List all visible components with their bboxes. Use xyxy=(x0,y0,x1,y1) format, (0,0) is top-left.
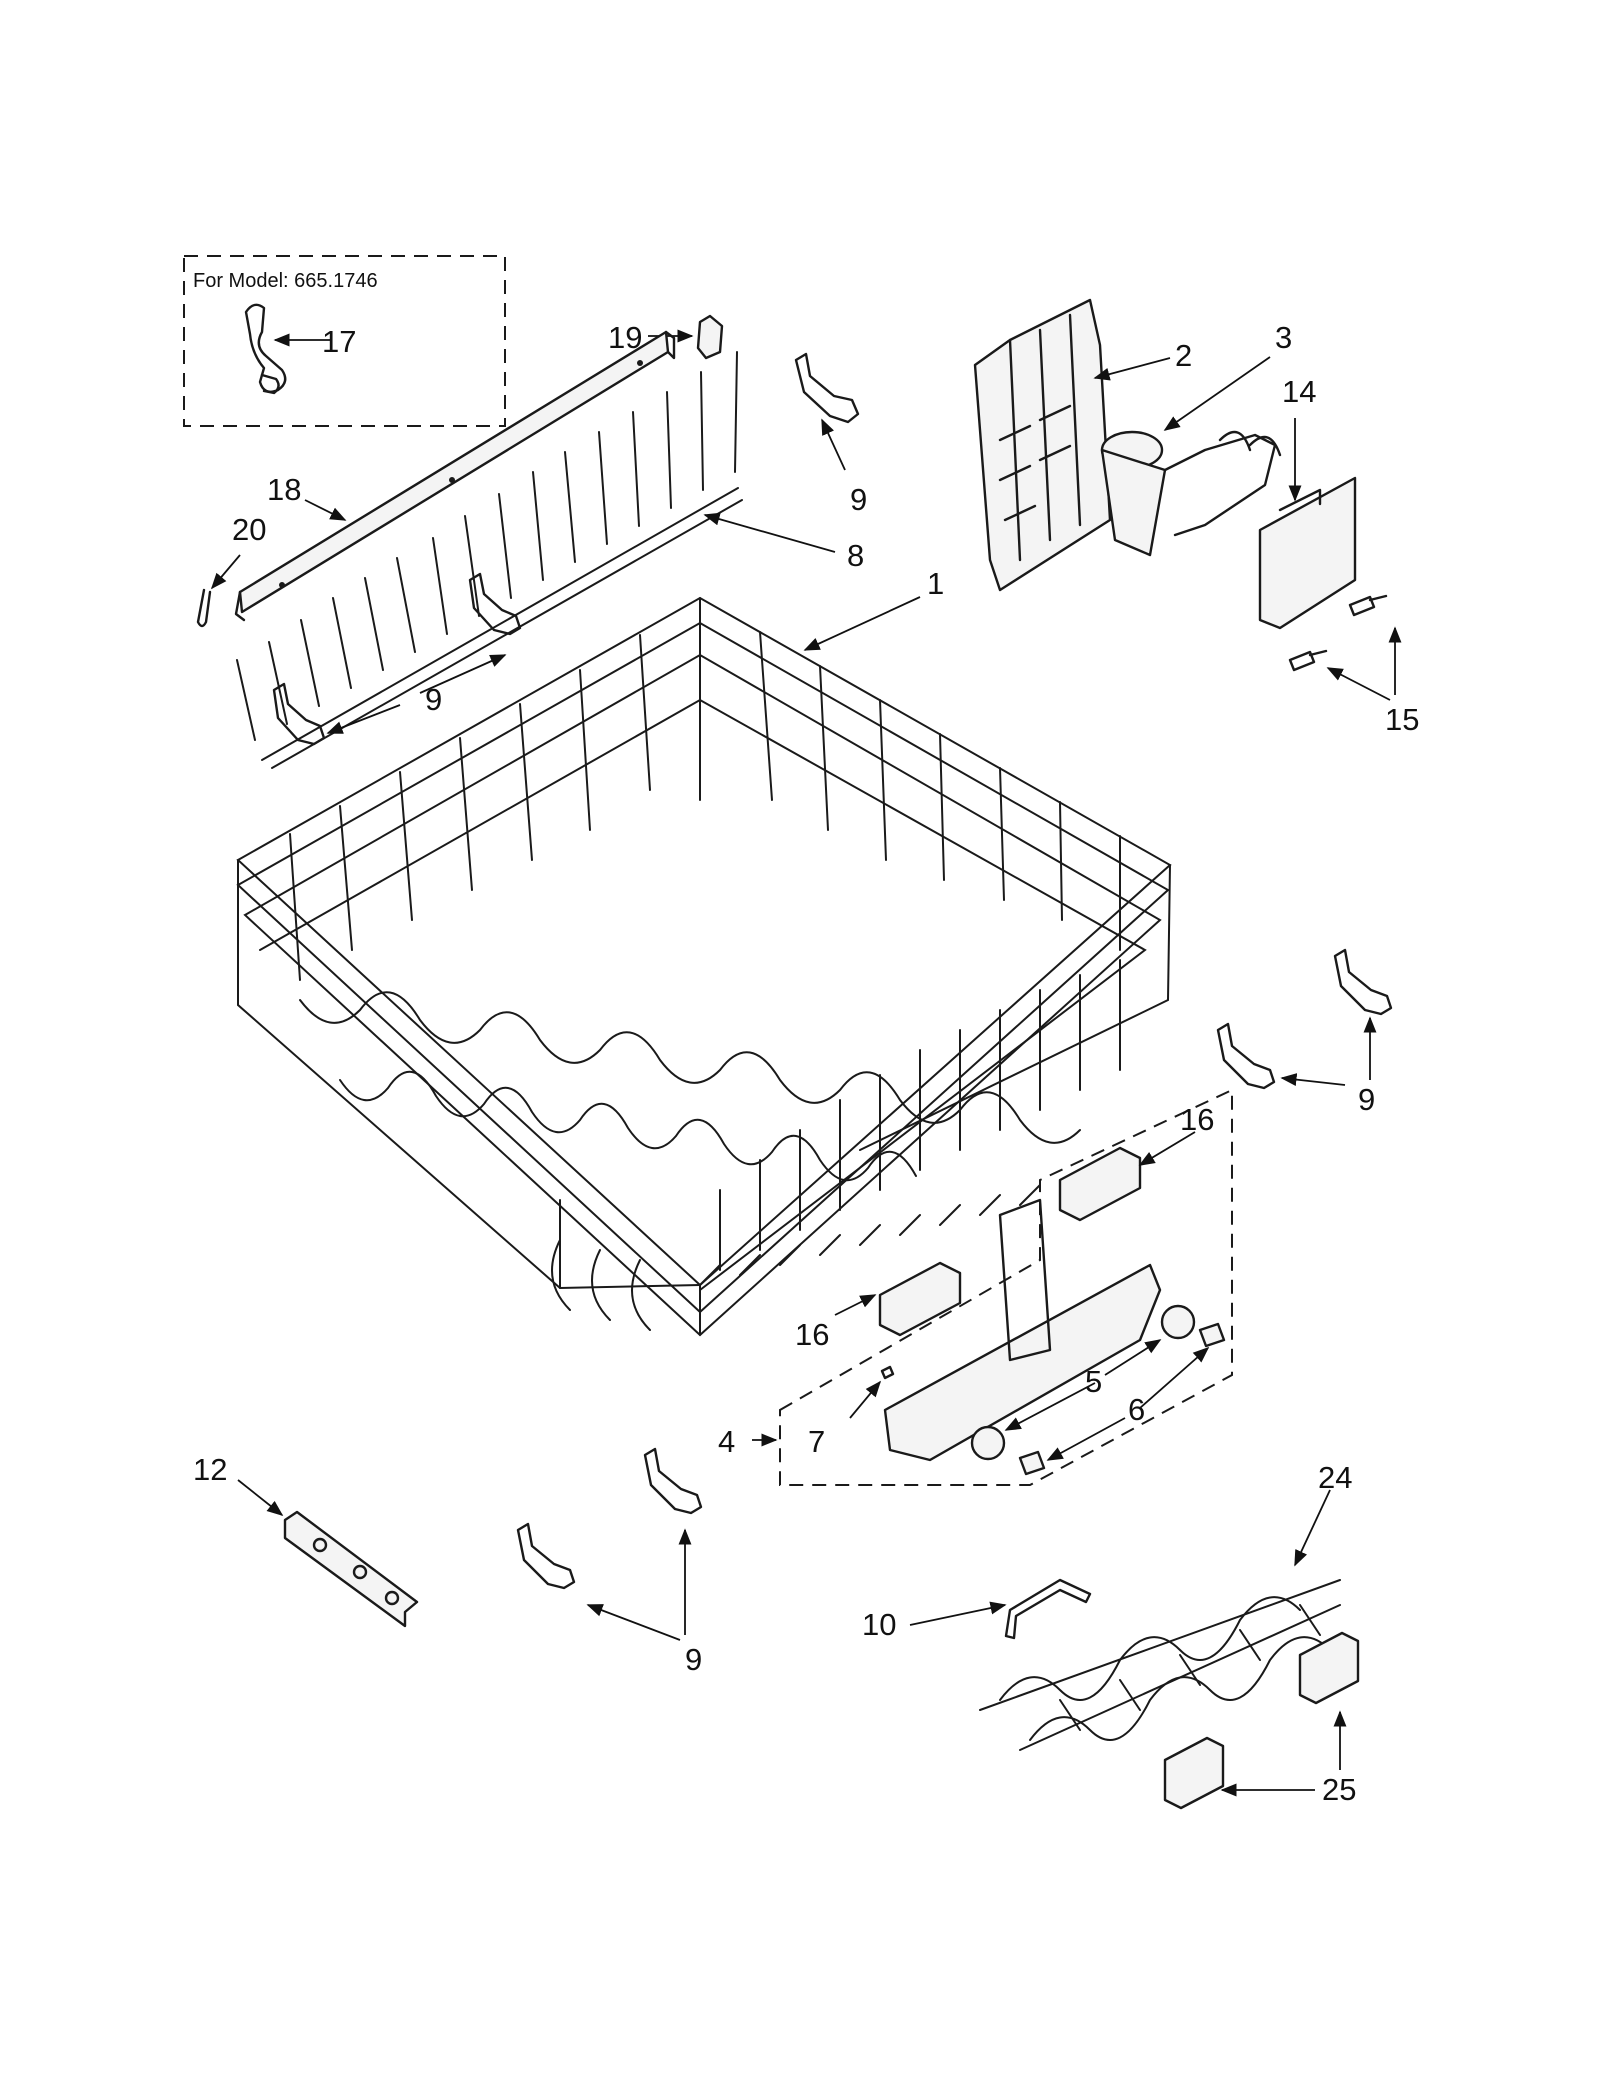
callout-7: 7 xyxy=(808,1424,825,1459)
part-16-clip-upper xyxy=(1058,1146,1142,1222)
part-4-assembly-box xyxy=(779,1088,1233,1486)
part-9-clip-pair xyxy=(272,572,522,746)
part-5-wheels xyxy=(970,1304,1196,1461)
part-6-axles xyxy=(1018,1322,1226,1476)
callout-6: 6 xyxy=(1128,1392,1145,1427)
callout-20: 20 xyxy=(232,512,266,547)
callout-4: 4 xyxy=(718,1424,735,1459)
callout-25: 25 xyxy=(1322,1772,1356,1807)
callout-12: 12 xyxy=(193,1452,227,1487)
part-19-end-cap xyxy=(696,314,724,360)
part-3-adjuster xyxy=(1100,430,1282,557)
part-18-rail xyxy=(234,330,676,622)
callout-9-mid: 9 xyxy=(425,682,442,717)
part-8-tine-row xyxy=(236,351,743,769)
part-1-upper-rack xyxy=(236,596,1172,1337)
part-9-clips-right xyxy=(1216,948,1393,1090)
part-24-wire-tines xyxy=(979,1579,1341,1751)
part-12-bracket xyxy=(283,1510,419,1628)
callout-5: 5 xyxy=(1085,1364,1102,1399)
part-4-wheel-bracket xyxy=(883,1198,1162,1462)
model-label: For Model: 665.1746 xyxy=(193,270,378,292)
part-2-housing xyxy=(973,298,1112,592)
part-20-pin xyxy=(196,588,212,628)
callout-14: 14 xyxy=(1282,374,1316,409)
callout-2: 2 xyxy=(1175,338,1192,373)
callout-9-right: 9 xyxy=(1358,1082,1375,1117)
callout-9-bottom: 9 xyxy=(685,1642,702,1677)
callout-9-top: 9 xyxy=(850,482,867,517)
callout-16-upper: 16 xyxy=(1180,1102,1214,1137)
callout-18: 18 xyxy=(267,472,301,507)
callout-15: 15 xyxy=(1385,702,1419,737)
callout-16-lower: 16 xyxy=(795,1317,829,1352)
callout-24: 24 xyxy=(1318,1460,1352,1495)
model-box: For Model: 665.1746 xyxy=(183,255,506,427)
part-9-clip-top xyxy=(794,352,860,424)
callout-17: 17 xyxy=(322,324,356,359)
callout-8: 8 xyxy=(847,538,864,573)
part-9-clips-bottom xyxy=(516,1447,703,1590)
callout-1: 1 xyxy=(927,566,944,601)
part-25-clips xyxy=(1163,1631,1360,1810)
part-14-cover xyxy=(1258,476,1357,630)
part-16-clip-lower xyxy=(878,1261,962,1337)
callout-3: 3 xyxy=(1275,320,1292,355)
part-7-pin xyxy=(880,1365,895,1380)
part-10-handle xyxy=(1004,1578,1092,1640)
part-17-clip xyxy=(244,303,287,395)
callout-10: 10 xyxy=(862,1607,896,1642)
part-15-screws xyxy=(1288,594,1388,672)
